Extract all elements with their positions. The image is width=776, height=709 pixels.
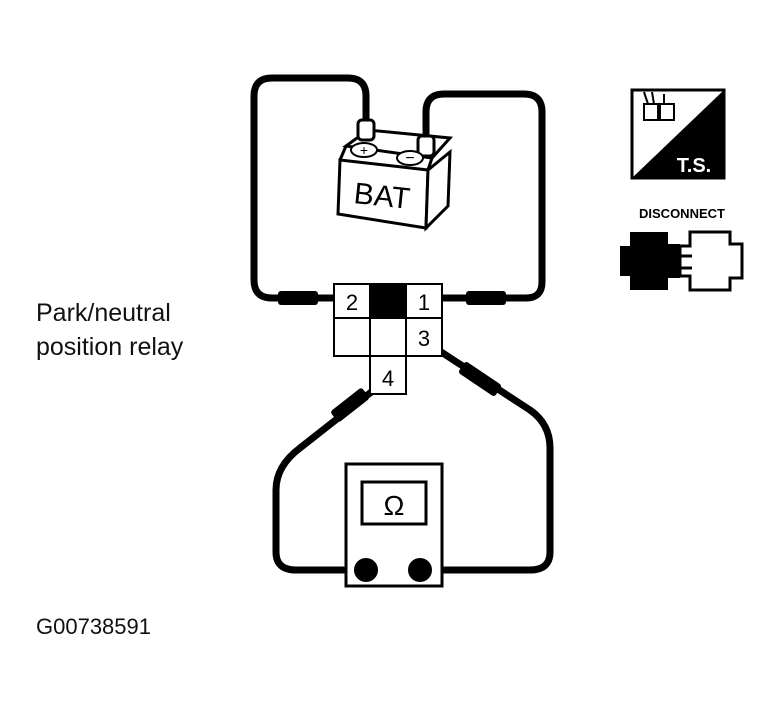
battery-negative-sign: − xyxy=(405,150,414,167)
ohmmeter: Ω xyxy=(344,462,444,588)
wire-battery-negative xyxy=(422,90,546,302)
wire-terminal3-meter xyxy=(416,342,554,574)
battery-negative-post xyxy=(416,134,436,158)
battery-label: BAT xyxy=(352,177,411,216)
sleeve-terminal4 xyxy=(331,388,369,422)
battery: + − BAT xyxy=(336,118,454,232)
battery-positive-post xyxy=(356,118,376,142)
sleeve-terminal2 xyxy=(278,291,318,305)
terminal-3-label: 3 xyxy=(418,326,430,351)
relay-label-line2: position relay xyxy=(36,333,184,361)
sleeve-terminal1 xyxy=(466,291,506,305)
relay-connector: 1 2 3 4 xyxy=(333,283,443,395)
battery-positive-sign: + xyxy=(360,142,368,158)
terminal-4-label: 4 xyxy=(382,366,394,391)
wire-battery-positive xyxy=(250,74,370,302)
figure-id: G00738591 xyxy=(36,614,151,639)
wires xyxy=(250,74,554,574)
terminal-1-label: 1 xyxy=(418,290,430,315)
disconnect-label: DISCONNECT xyxy=(639,206,725,221)
ts-icon: T.S. xyxy=(630,88,726,180)
connector-sleeves xyxy=(278,291,506,422)
terminal-2-label: 2 xyxy=(346,290,358,315)
wire-terminal4-meter xyxy=(272,378,388,574)
ohmmeter-display xyxy=(360,480,428,526)
meter-probe-right xyxy=(408,558,432,582)
disconnect-icon: DISCONNECT xyxy=(620,206,744,292)
ts-label: T.S. xyxy=(677,155,711,177)
relay-label-line1: Park/neutral xyxy=(36,299,171,327)
sleeve-terminal3 xyxy=(459,362,501,396)
relay-label: Park/neutral position relay xyxy=(36,296,183,364)
ohm-symbol: Ω xyxy=(384,490,405,521)
meter-probe-left xyxy=(354,558,378,582)
